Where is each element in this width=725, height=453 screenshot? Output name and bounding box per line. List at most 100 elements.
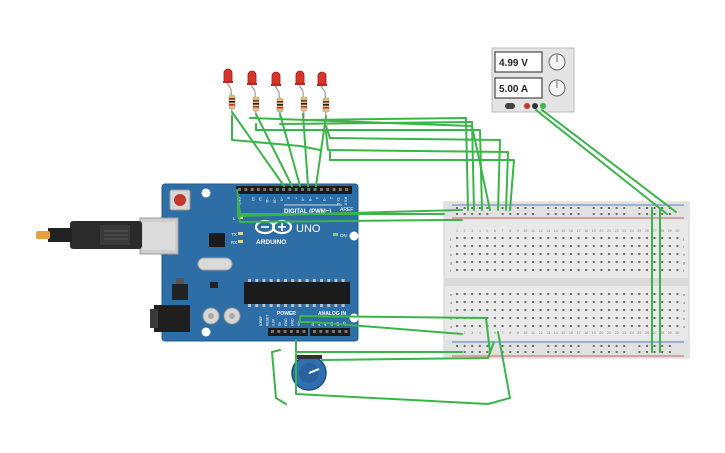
breadboard-column-number: 4 xyxy=(479,331,481,335)
digital-pin-label: 7 xyxy=(294,197,298,199)
breadboard-row-letter: e xyxy=(450,292,453,297)
breadboard-column-number: 29 xyxy=(668,229,672,233)
jumper-wire[interactable] xyxy=(279,113,301,187)
breadboard-column-number: 16 xyxy=(569,331,573,335)
digital-pin-label: ~10 xyxy=(272,197,276,203)
digital-pin-holes xyxy=(238,188,349,191)
breadboard-column-number: 30 xyxy=(675,229,679,233)
jumper-wire[interactable] xyxy=(295,339,463,353)
aref-label: AREF xyxy=(340,207,353,213)
power-pin-label: IOREF xyxy=(259,316,263,326)
negative-terminal[interactable] xyxy=(532,103,538,109)
jumper-wire[interactable] xyxy=(302,113,309,187)
breadboard-column-number: 10 xyxy=(523,229,527,233)
atmega-chip xyxy=(244,279,350,307)
jumper-wire[interactable] xyxy=(255,113,293,187)
jumper-wire[interactable] xyxy=(279,121,475,211)
digital-pin-label: ~6 xyxy=(301,197,305,201)
breadboard-column-number: 7 xyxy=(502,229,504,233)
breadboard-row-letter: c xyxy=(683,308,685,313)
breadboard-column-number: 13 xyxy=(546,331,550,335)
wire-group[interactable] xyxy=(231,109,677,405)
jumper-wire[interactable] xyxy=(535,109,668,215)
jumper-wire[interactable] xyxy=(541,109,677,213)
breadboard-column-number: 2 xyxy=(464,229,466,233)
jumper-wire[interactable] xyxy=(295,331,511,405)
power-supply[interactable]: 4.99 V 5.00 A xyxy=(491,47,575,113)
breadboard-column-number: 19 xyxy=(592,229,596,233)
ground-terminal[interactable] xyxy=(540,103,546,109)
breadboard-column-number: 21 xyxy=(607,331,611,335)
breadboard-column-number: 14 xyxy=(554,331,558,335)
on-label: ON xyxy=(340,233,347,238)
breadboard-column-number: 24 xyxy=(630,229,634,233)
breadboard-column-number: 29 xyxy=(668,331,672,335)
breadboard-row-letter: j xyxy=(449,236,451,241)
model-label: UNO xyxy=(296,223,321,235)
breadboard-column-number: 11 xyxy=(531,229,535,233)
resistor[interactable] xyxy=(276,91,284,119)
breadboard-column-number: 5 xyxy=(486,229,488,233)
breadboard-column-number: 24 xyxy=(630,331,634,335)
power-pin-label: 5V xyxy=(278,321,282,326)
breadboard[interactable]: 1122334455667788991010111112121313141415… xyxy=(443,201,690,359)
led-group[interactable] xyxy=(223,68,330,119)
jumper-wire[interactable] xyxy=(325,131,509,211)
jumper-wire[interactable] xyxy=(237,209,463,223)
breadboard-column-number: 8 xyxy=(509,331,511,335)
jumper-wire[interactable] xyxy=(299,315,491,353)
digital-pin-label: TX 1 xyxy=(336,197,340,205)
usb-connector xyxy=(139,217,179,255)
breadboard-column-number: 7 xyxy=(502,331,504,335)
positive-terminal[interactable] xyxy=(524,103,530,109)
jumper-wire[interactable] xyxy=(315,115,327,187)
power-jack xyxy=(150,305,190,332)
jumper-wire[interactable] xyxy=(236,189,445,215)
jumper-wire[interactable] xyxy=(329,151,515,211)
potentiometer[interactable] xyxy=(291,355,327,391)
jumper-wire[interactable] xyxy=(231,111,285,187)
breadboard-row-letter: h xyxy=(683,252,685,257)
breadboard-row-letter: f xyxy=(450,268,452,273)
breadboard-column-number: 18 xyxy=(584,331,588,335)
breadboard-row-letter: j xyxy=(682,236,684,241)
breadboard-column-number: 6 xyxy=(494,331,496,335)
voltage-display xyxy=(494,51,543,73)
voltage-regulator xyxy=(172,284,188,300)
led[interactable] xyxy=(223,68,233,90)
breadboard-column-number: 26 xyxy=(645,331,649,335)
resistor[interactable] xyxy=(228,88,236,116)
jumper-wire[interactable] xyxy=(321,341,495,361)
led[interactable] xyxy=(271,71,281,93)
jumper-wire[interactable] xyxy=(325,125,501,211)
breadboard-column-number: 8 xyxy=(509,229,511,233)
breadboard-column-number: 25 xyxy=(637,229,641,233)
jumper-wire[interactable] xyxy=(271,349,287,405)
jumper-wire[interactable] xyxy=(303,117,469,211)
jumper-wire[interactable] xyxy=(299,321,463,335)
jumper-wire[interactable] xyxy=(231,115,321,151)
breadboard-row-letter: c xyxy=(450,308,452,313)
breadboard-column-number: 20 xyxy=(599,331,603,335)
breadboard-column-number: 15 xyxy=(561,229,565,233)
power-pin-label: 3.3V xyxy=(272,318,276,326)
jumper-wire[interactable] xyxy=(249,117,491,211)
breadboard-column-number: 27 xyxy=(653,331,657,335)
breadboard-column-number: 23 xyxy=(622,229,626,233)
digital-pin-label: 12 xyxy=(258,197,262,201)
digital-pin-label: 8 xyxy=(287,197,291,199)
led[interactable] xyxy=(317,71,327,93)
reset-button[interactable] xyxy=(169,189,191,211)
resistor[interactable] xyxy=(252,90,260,118)
breadboard-row-letter: a xyxy=(450,324,453,329)
digital-header xyxy=(236,186,352,194)
resistor[interactable] xyxy=(300,90,308,118)
power-switch[interactable] xyxy=(505,103,515,109)
led[interactable] xyxy=(247,70,257,92)
resistor[interactable] xyxy=(322,91,330,119)
analog-pin-label: A1 xyxy=(317,322,321,326)
breadboard-row-letter: g xyxy=(450,260,452,265)
led[interactable] xyxy=(295,70,305,92)
